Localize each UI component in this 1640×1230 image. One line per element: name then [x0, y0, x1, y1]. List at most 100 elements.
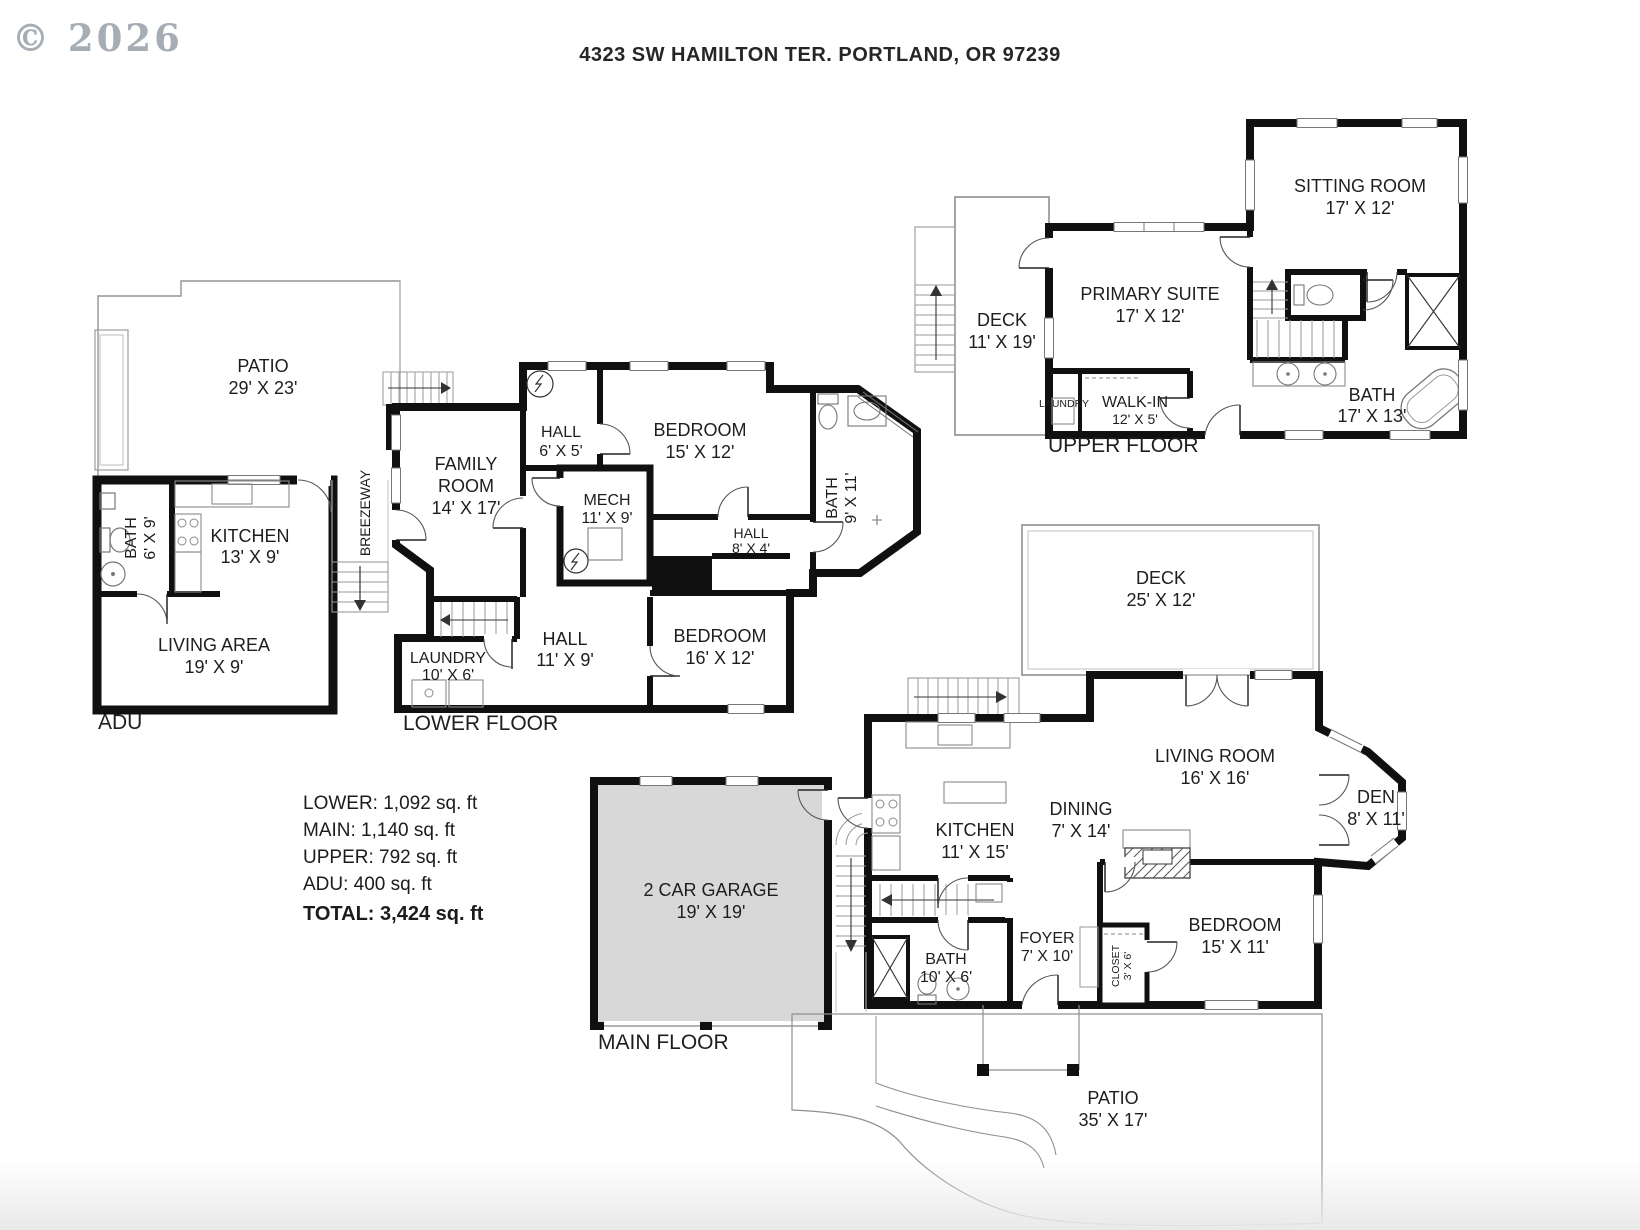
floor-label-main: MAIN FLOOR [598, 1031, 729, 1054]
window-icon [726, 361, 766, 371]
island-counter [943, 781, 1007, 804]
room-dims: 16' X 16' [1181, 768, 1250, 788]
bay-window-icon [1370, 837, 1399, 865]
burner [888, 817, 898, 827]
door-arc-icon [937, 877, 969, 909]
door-arc-icon [717, 486, 749, 518]
toilet-room-walls [1285, 269, 1366, 321]
room-dims: 6' X 5' [539, 443, 582, 460]
stair-arrowhead [1266, 279, 1278, 290]
fridge-icon [871, 835, 901, 871]
breezeway: BREEZEWAY [331, 469, 389, 613]
shower-cross [871, 936, 909, 1000]
room-label: PRIMARY SUITE [1080, 284, 1219, 304]
sink-icon [99, 492, 116, 510]
burner [177, 518, 187, 528]
copyright-watermark: © 2026 [12, 16, 183, 60]
porch-outline [982, 1005, 1080, 1071]
room-dims: 9' X 11' [843, 472, 860, 523]
room-label: HALL [733, 525, 768, 541]
stove-icon [871, 794, 901, 834]
bolt-glyph [534, 374, 544, 393]
room-label: BEDROOM [653, 420, 746, 440]
room-dims: 11' X 9' [581, 510, 632, 527]
patio-curve [875, 1105, 1045, 1169]
room-dims: 13' X 9' [221, 547, 280, 567]
porch-post [977, 1064, 989, 1076]
upper-floor-plan: DECK 11' X 19' PRIMARY SUITE 17' X 12' S… [914, 118, 1468, 457]
counter [174, 480, 290, 508]
stair-treads [1256, 320, 1335, 358]
window-icon [727, 704, 765, 714]
door-arc-icon [1021, 974, 1059, 1006]
vanity [1252, 361, 1346, 387]
furnace-icon [587, 527, 623, 561]
window-icon [629, 361, 669, 371]
door-arc-icon [1159, 397, 1191, 429]
door-arc-icon [812, 521, 844, 553]
room-dims: 7' X 10' [1021, 948, 1073, 965]
window-icon [1113, 222, 1205, 232]
window-icon [1044, 317, 1054, 359]
window-icon [725, 776, 759, 786]
window-icon [1458, 359, 1468, 411]
stair-arrowhead [354, 600, 366, 611]
door-arc-icon [1216, 674, 1249, 707]
door-arc-icon [136, 593, 168, 625]
breezeway-label: BREEZEWAY [357, 469, 373, 556]
room-label: PATIO [237, 356, 288, 376]
planter-strip [94, 329, 129, 471]
toilet-icon [917, 973, 937, 995]
room-label: KITCHEN [935, 820, 1014, 840]
window-icon [639, 776, 673, 786]
room-label: DECK [977, 310, 1027, 330]
toilet-tank [917, 994, 937, 1005]
room-dims: 3' X 6' [1122, 952, 1134, 981]
room-label: HALL [542, 629, 587, 649]
page-bottom-fade [0, 1160, 1640, 1230]
room-dims: 25' X 12' [1127, 590, 1196, 610]
sink-drain [1286, 372, 1290, 376]
window-icon [1204, 1000, 1259, 1010]
door-arc-icon [531, 477, 561, 507]
summary-total: TOTAL: 3,424 sq. ft [303, 903, 484, 925]
summary-line: UPPER: 792 sq. ft [303, 847, 458, 868]
window-icon [1003, 713, 1041, 723]
room-label: LAUNDRY [1039, 398, 1089, 410]
door-arc-icon [797, 789, 829, 821]
door-arc-icon [395, 509, 427, 541]
door-arc-icon [1366, 271, 1398, 303]
door-arc-icon [1185, 674, 1218, 707]
stair-arrowhead [996, 691, 1007, 703]
room-dims: 19' X 19' [677, 902, 746, 922]
room-dims: 15' X 11' [1201, 937, 1269, 957]
floor-label-lower: LOWER FLOOR [403, 712, 558, 735]
counter [174, 551, 202, 593]
firebox [1142, 849, 1173, 865]
room-label: BEDROOM [1188, 915, 1281, 935]
room-dims: 10' X 6' [422, 667, 474, 684]
room-dims: 17' X 12' [1326, 198, 1395, 218]
burner [888, 799, 898, 809]
room-label: LAUNDRY [410, 650, 487, 667]
burner [875, 817, 885, 827]
stair-arrowhead [930, 285, 942, 296]
closet-walls [1097, 922, 1150, 1008]
door-arc-icon [1204, 404, 1241, 436]
washer-icon [411, 679, 447, 708]
window-gap [1327, 728, 1365, 754]
room-label: SITTING ROOM [1294, 176, 1426, 196]
door-arc-icon [1104, 861, 1136, 893]
room-label: DEN [1357, 787, 1395, 807]
tub-inner [1406, 374, 1459, 424]
room-dims: 11' X 9' [536, 650, 594, 670]
sink-drain [956, 987, 960, 991]
room-label: WALK-IN [1102, 394, 1168, 411]
room-dims: 8' X 11' [1347, 809, 1405, 829]
door-arc-icon [1362, 279, 1394, 311]
burner [177, 536, 187, 546]
area-summary: LOWER: 1,092 sq. ft MAIN: 1,140 sq. ft U… [303, 790, 483, 928]
vanity [847, 395, 887, 427]
burner [189, 536, 199, 546]
laundry-unit-icon [1051, 397, 1075, 425]
